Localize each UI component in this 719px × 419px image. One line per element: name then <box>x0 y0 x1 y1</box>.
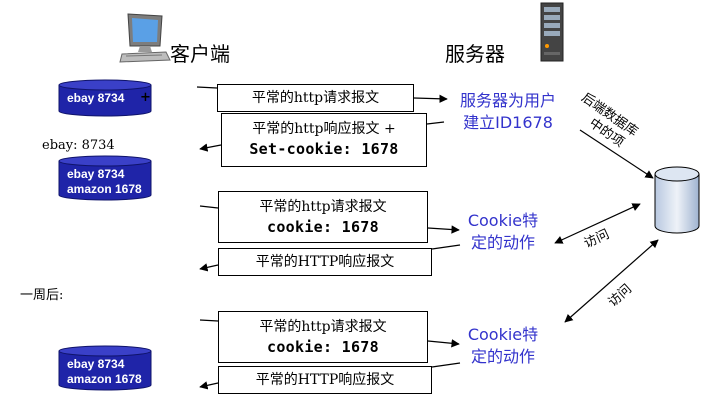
cookie-file-1: ebay 8734 <box>58 79 152 117</box>
resp3-arrow-left <box>199 381 219 390</box>
request-3-box: 平常的http请求报文 cookie: 1678 <box>218 311 428 363</box>
set-cookie-text: Set-cookie: 1678 <box>249 140 399 158</box>
cookie-file-3-line-2: amazon 1678 <box>67 372 142 386</box>
resp3-line-right <box>431 362 461 368</box>
client-label: 客户端 <box>170 42 230 66</box>
access-arrow-1 <box>554 203 641 244</box>
resp2-line-right <box>431 244 461 250</box>
cookie-file-2-line-2: amazon 1678 <box>67 182 142 196</box>
cookie-file-1-mark: + <box>140 90 151 105</box>
resp1-line-right <box>426 121 445 125</box>
server-label: 服务器 <box>445 42 505 66</box>
request-2-text: 平常的http请求报文 <box>259 199 387 215</box>
req1-arrow-right <box>413 94 448 103</box>
cookie-file-3: ebay 8734 amazon 1678 <box>58 345 152 391</box>
request-1-box: 平常的http请求报文 <box>217 84 414 112</box>
computer-icon <box>119 13 171 63</box>
server-icon <box>540 2 564 62</box>
backend-arrow <box>579 129 654 179</box>
response-3-box: 平常的HTTP响应报文 <box>218 366 432 394</box>
req1-line-left <box>196 86 218 89</box>
response-1-box: 平常的http响应报文 + Set-cookie: 1678 <box>221 113 427 167</box>
resp2-arrow-left <box>199 263 219 272</box>
ebay-label: ebay: 8734 <box>42 138 115 153</box>
server-create-id-line-1: 服务器为用户 <box>459 91 556 110</box>
cookie-action-2-line-1: Cookie特 <box>467 325 539 344</box>
cookie-file-3-line-1: ebay 8734 <box>67 357 125 371</box>
cookie-file-2: ebay 8734 amazon 1678 <box>58 155 152 201</box>
cookie-file-2-line-1: ebay 8734 <box>67 167 125 181</box>
cookie-action-note-1: Cookie特 定的动作 <box>455 210 551 254</box>
cookie-action-1-line-2: 定的动作 <box>470 233 535 252</box>
cookie-action-note-2: Cookie特 定的动作 <box>455 324 551 368</box>
cookie-action-1-line-1: Cookie特 <box>467 211 539 230</box>
request-2-box: 平常的http请求报文 cookie: 1678 <box>218 191 428 243</box>
cookie-file-1-line-1: ebay 8734 <box>67 91 125 105</box>
req2-arrow-right <box>427 225 460 234</box>
access-arrow-2 <box>564 239 659 323</box>
req3-line-left <box>199 319 219 322</box>
backend-database-icon <box>654 166 700 234</box>
req2-line-left <box>199 205 219 209</box>
request-3-cookie: cookie: 1678 <box>267 338 379 356</box>
week-later-label: 一周后: <box>20 288 64 303</box>
response-3-text: 平常的HTTP响应报文 <box>255 372 395 388</box>
resp1-arrow-left <box>199 143 222 152</box>
request-2-cookie: cookie: 1678 <box>267 218 379 236</box>
req3-arrow-right <box>427 339 460 348</box>
response-2-box: 平常的HTTP响应报文 <box>218 248 432 276</box>
request-1-text: 平常的http请求报文 <box>251 90 380 106</box>
server-create-id-note: 服务器为用户 建立ID1678 <box>445 90 571 134</box>
response-2-text: 平常的HTTP响应报文 <box>255 254 395 270</box>
response-1-text: 平常的http响应报文 + <box>252 121 396 137</box>
server-create-id-line-2: 建立ID1678 <box>463 113 553 132</box>
request-3-text: 平常的http请求报文 <box>259 319 387 335</box>
cookie-action-2-line-2: 定的动作 <box>470 347 535 366</box>
